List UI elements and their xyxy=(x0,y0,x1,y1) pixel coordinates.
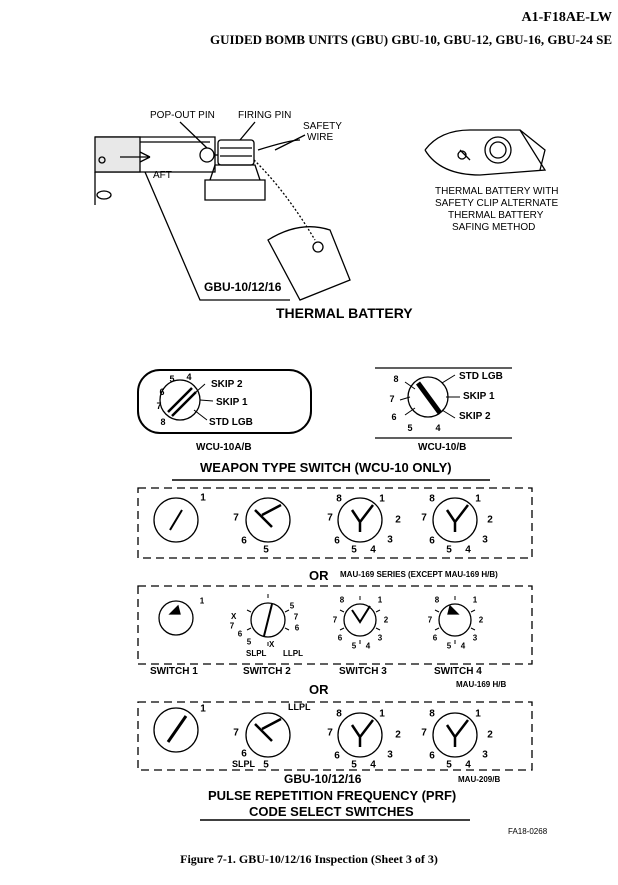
switch2-x-label-bottom: X xyxy=(269,640,275,649)
wcu10a-skip1-label: SKIP 1 xyxy=(216,397,248,408)
switch2-label: SWITCH 2 xyxy=(243,666,291,677)
mau169-series-label: MAU-169 SERIES (EXCEPT MAU-169 H/B) xyxy=(340,570,498,579)
or-divider-1: OR xyxy=(309,568,329,583)
wcu10a-skip2-label: SKIP 2 xyxy=(211,379,243,390)
alternate-method-line-3: THERMAL BATTERY xyxy=(448,210,544,221)
switch2-slpl-label: SLPL xyxy=(246,649,267,658)
thermal-battery-illustration xyxy=(94,121,351,301)
mau169-hb-label: MAU-169 H/B xyxy=(456,680,507,689)
thermal-battery-title: THERMAL BATTERY xyxy=(276,305,413,321)
pop-out-pin-label: POP-OUT PIN xyxy=(150,110,215,121)
switch3-label: SWITCH 3 xyxy=(339,666,387,677)
prf-title-line-1: PULSE REPETITION FREQUENCY (PRF) xyxy=(208,788,457,803)
or-divider-2: OR xyxy=(309,682,329,697)
wcu-10b-box xyxy=(375,367,512,439)
document-title: GUIDED BOMB UNITS (GBU) GBU-10, GBU-12, … xyxy=(210,32,612,47)
prf-box-2 xyxy=(137,585,533,665)
switch2-llpl-label: LLPL xyxy=(283,649,303,658)
prf-title-line-2: CODE SELECT SWITCHES xyxy=(249,804,414,819)
box3-slpl-label: SLPL xyxy=(232,759,256,769)
prf-model-label: GBU-10/12/16 xyxy=(284,772,362,786)
firing-pin-label: FIRING PIN xyxy=(238,110,292,121)
wcu10b-skip2-label: SKIP 2 xyxy=(459,411,491,422)
mau209-label: MAU-209/B xyxy=(458,775,501,784)
safety-clip-illustration xyxy=(424,129,547,176)
alternate-method-line-4: SAFING METHOD xyxy=(452,222,536,233)
battery-model-label: GBU-10/12/16 xyxy=(204,280,282,294)
aft-label: AFT xyxy=(153,170,172,181)
switch4-label: SWITCH 4 xyxy=(434,666,482,677)
alternate-method-line-2: SAFETY CLIP ALTERNATE xyxy=(435,198,559,209)
figure-id-label: FA18-0268 xyxy=(508,827,548,836)
prf-box-3 xyxy=(137,701,533,771)
switch1-label: SWITCH 1 xyxy=(150,666,198,677)
wcu-10a-b-label: WCU-10A/B xyxy=(196,442,252,453)
switch2-x-label-left: X xyxy=(231,612,237,621)
wcu-10a-box xyxy=(137,369,312,434)
document-id: A1-F18AE-LW xyxy=(521,10,613,25)
wcu10a-std-lgb-label: STD LGB xyxy=(209,417,253,428)
safety-wire-label-1: SAFETY xyxy=(303,121,342,132)
wcu10b-skip1-label: SKIP 1 xyxy=(463,391,495,402)
wcu-10-b-label: WCU-10/B xyxy=(418,442,467,453)
weapon-type-switch-title: WEAPON TYPE SWITCH (WCU-10 ONLY) xyxy=(200,460,452,475)
safety-wire-label-2: WIRE xyxy=(307,132,334,143)
wcu10b-std-lgb-label: STD LGB xyxy=(459,371,503,382)
box3-llpl-label: LLPL xyxy=(288,702,311,712)
figure-caption: Figure 7-1. GBU-10/12/16 Inspection (She… xyxy=(180,852,438,866)
alternate-method-line-1: THERMAL BATTERY WITH xyxy=(435,186,559,197)
prf-box-1 xyxy=(137,487,533,559)
